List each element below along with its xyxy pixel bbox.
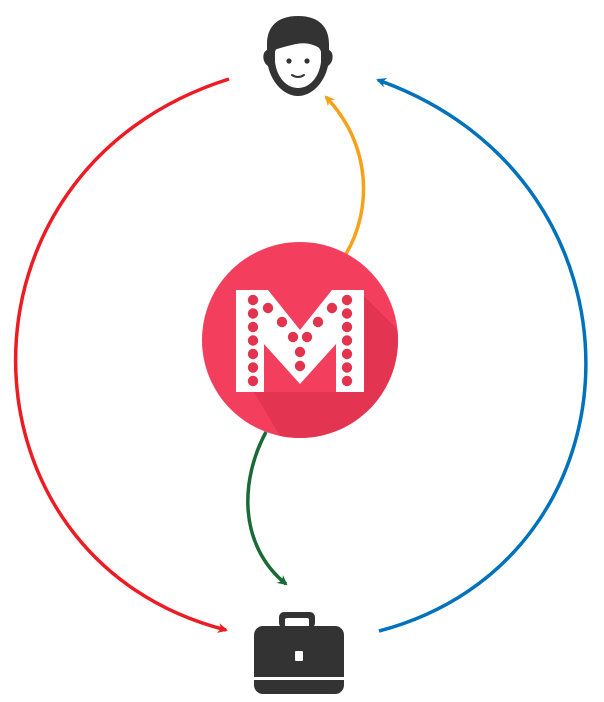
logo-dot <box>341 375 353 387</box>
logo-dot <box>341 321 353 333</box>
logo-dot <box>341 294 353 306</box>
m-logo-icon <box>202 242 398 438</box>
arrow-business-to-person <box>376 77 588 633</box>
person-face-icon <box>263 16 333 96</box>
logo-dots <box>247 294 353 387</box>
logo-dot <box>247 308 259 319</box>
briefcase-icon <box>254 612 344 694</box>
logo-dot <box>341 362 353 373</box>
logo-dot <box>326 302 338 314</box>
logo-dot <box>247 294 259 306</box>
logo-dot <box>294 360 306 372</box>
logo-dot <box>247 348 259 360</box>
logo-dot <box>247 362 259 373</box>
logo-dot <box>312 316 324 328</box>
logo-dot <box>262 302 274 314</box>
logo-dot <box>247 375 259 387</box>
arrow-hub-to-business <box>246 431 288 586</box>
logo-dot <box>294 346 306 358</box>
logo-dot <box>247 335 259 346</box>
logo-dot <box>341 308 353 319</box>
logo-letter-m <box>236 290 364 392</box>
logo-dot <box>341 348 353 360</box>
arrow-person-to-business <box>13 77 230 633</box>
logo-dot <box>276 316 288 328</box>
arrow-hub-to-person <box>324 95 366 255</box>
logo-dot <box>341 335 353 346</box>
logo-dot <box>287 331 299 343</box>
logo-dot <box>301 331 313 343</box>
logo-dot <box>247 321 259 333</box>
